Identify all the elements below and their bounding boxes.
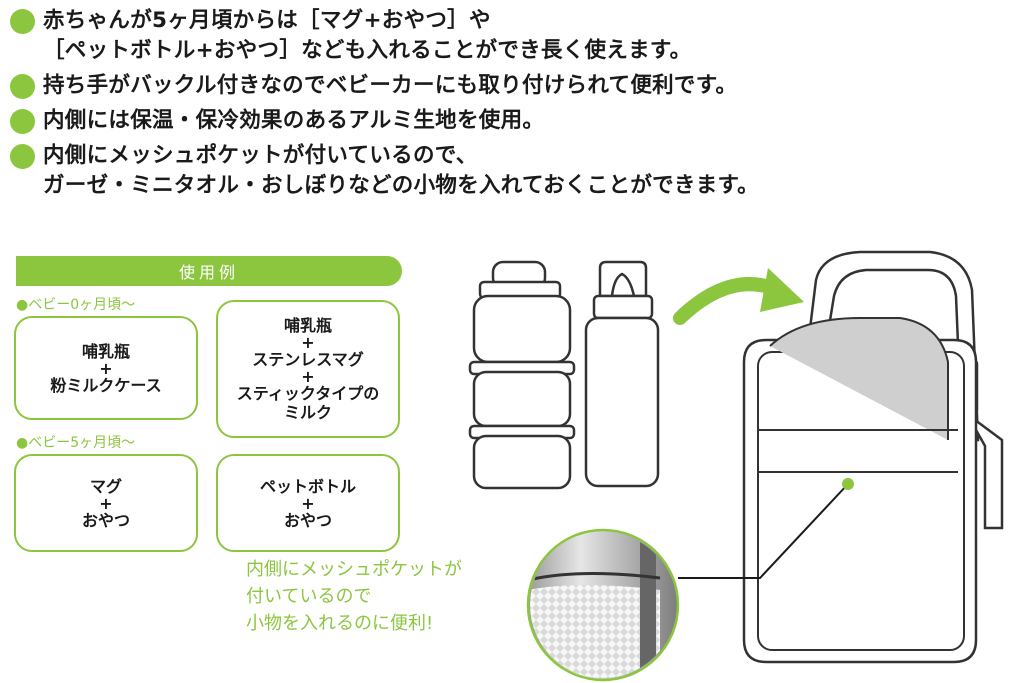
- feature-item-2: 持ち手がバックル付きなのでベビーカーにも取り付けられて便利です。: [10, 71, 1020, 101]
- bullet-dot-icon: [10, 144, 35, 169]
- feature-text: ［ペットボトル+おやつ］なども入れることができ長く使えます。: [43, 38, 692, 63]
- feature-text: 内側にメッシュポケットが付いているので、: [43, 143, 478, 168]
- usage-box-bottle-mug-milk: 哺乳瓶 + ステンレスマグ + スティックタイプの ミルク: [216, 300, 400, 438]
- feature-list: 赤ちゃんが5ヶ月頃からは［マグ+おやつ］や ［ペットボトル+おやつ］なども入れる…: [10, 6, 1020, 206]
- mesh-pocket-zoom: [526, 528, 680, 682]
- plus-sign: +: [301, 493, 315, 513]
- feature-item-1: 赤ちゃんが5ヶ月頃からは［マグ+おやつ］や ［ペットボトル+おやつ］なども入れる…: [10, 6, 1020, 66]
- bullet-dot-icon: [10, 74, 35, 99]
- feature-text: 内側には保温・保冷効果のあるアルミ生地を使用。: [43, 108, 545, 133]
- usage-box-bottle-formula: 哺乳瓶 + 粉ミルクケース: [14, 316, 198, 420]
- note-line: 付いているので: [246, 586, 372, 607]
- note-line: 小物を入れるのに便利!: [246, 613, 434, 634]
- feature-text: 赤ちゃんが5ヶ月頃からは［マグ+おやつ］や: [43, 8, 491, 33]
- usage-item: ペットボトル: [259, 476, 356, 496]
- usage-header: 使用例: [16, 256, 402, 286]
- formula-case-icon: [468, 260, 576, 490]
- usage-item: スティックタイプの: [236, 384, 380, 403]
- feature-text: ガーゼ・ミニタオル・おしぼりなどの小物を入れておくことができます。: [43, 173, 759, 198]
- feature-text: 持ち手がバックル付きなのでベビーカーにも取り付けられて便利です。: [43, 73, 738, 98]
- usage-item: おやつ: [81, 510, 130, 530]
- plus-sign: +: [99, 358, 113, 378]
- plus-sign: +: [301, 333, 315, 352]
- bag-icon: [742, 250, 1004, 664]
- arrow-icon: [673, 268, 804, 325]
- plus-sign: +: [99, 493, 113, 513]
- usage-item: 粉ミルクケース: [50, 375, 162, 395]
- age-label-5-months: ●ベビー5ヶ月頃～: [16, 435, 136, 451]
- plus-sign: +: [301, 367, 315, 386]
- feature-item-3: 内側には保温・保冷効果のあるアルミ生地を使用。: [10, 106, 1020, 136]
- baby-bottle-icon: [584, 260, 660, 488]
- usage-item: 哺乳瓶: [81, 341, 130, 361]
- usage-box-mug-snack: マグ + おやつ: [14, 454, 198, 552]
- usage-box-bottle-snack: ペットボトル + おやつ: [216, 454, 400, 552]
- bullet-dot-icon: [10, 9, 35, 34]
- usage-item: ミルク: [283, 403, 332, 422]
- callout-line: [678, 483, 849, 579]
- mesh-pocket-note: 内側にメッシュポケットが 付いているので 小物を入れるのに便利!: [246, 556, 462, 637]
- usage-item: 哺乳瓶: [283, 316, 332, 335]
- usage-item: ステンレスマグ: [252, 350, 364, 369]
- note-line: 内側にメッシュポケットが: [246, 559, 462, 580]
- callout-dot-icon: [842, 478, 854, 490]
- usage-item: おやつ: [283, 510, 332, 530]
- bullet-dot-icon: [10, 109, 35, 134]
- age-label-0-months: ●ベビー0ヶ月頃～: [16, 297, 136, 313]
- usage-item: マグ: [89, 476, 122, 496]
- feature-item-4: 内側にメッシュポケットが付いているので、 ガーゼ・ミニタオル・おしぼりなどの小物…: [10, 141, 1020, 201]
